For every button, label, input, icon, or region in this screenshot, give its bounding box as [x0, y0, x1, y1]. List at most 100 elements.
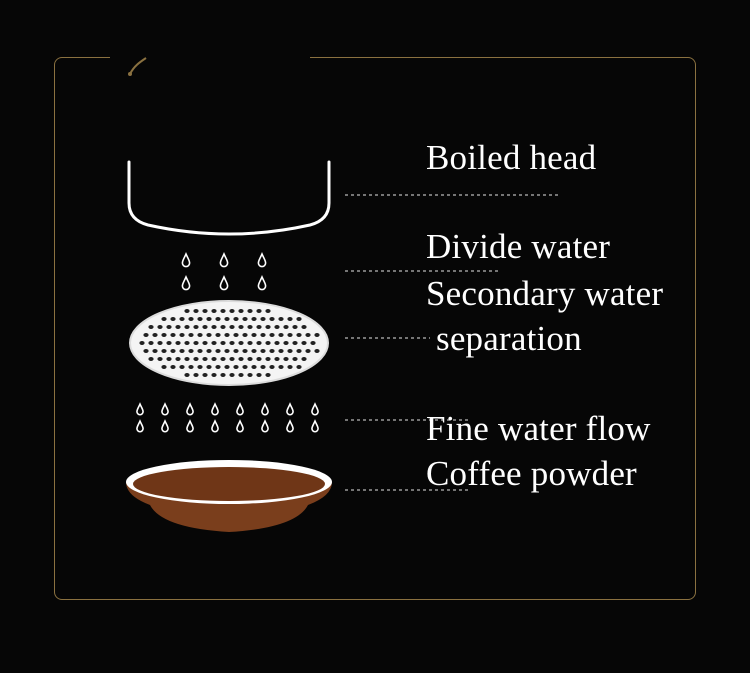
screen-hole: [206, 365, 212, 369]
screen-hole: [265, 325, 271, 329]
screen-hole: [224, 365, 230, 369]
screen-hole: [224, 333, 230, 337]
screen-hole: [247, 357, 253, 361]
screen-hole: [215, 365, 221, 369]
screen-hole: [179, 333, 185, 337]
water-drop-icon: [311, 419, 319, 433]
label-boiled-head: Boiled head: [426, 138, 597, 177]
screen-hole: [274, 341, 280, 345]
screen-hole: [202, 341, 208, 345]
screen-hole: [287, 333, 293, 337]
screen-hole: [220, 341, 226, 345]
screen-hole: [251, 349, 257, 353]
screen-hole: [188, 365, 194, 369]
screen-hole: [269, 333, 275, 337]
screen-hole: [287, 349, 293, 353]
water-drop-icon: [136, 419, 144, 433]
screen-hole: [184, 309, 190, 313]
screen-hole: [157, 357, 163, 361]
screen-hole: [229, 373, 235, 377]
water-drop-icon: [219, 252, 229, 268]
screen-hole: [278, 365, 284, 369]
screen-hole: [274, 325, 280, 329]
screen-hole: [238, 341, 244, 345]
water-drop-icon: [219, 275, 229, 291]
frame-gap: [110, 52, 310, 64]
screen-hole: [220, 373, 226, 377]
screen-hole: [161, 365, 167, 369]
screen-hole: [229, 309, 235, 313]
screen-hole: [184, 341, 190, 345]
screen-hole: [179, 365, 185, 369]
screen-hole: [247, 325, 253, 329]
screen-hole: [206, 349, 212, 353]
screen-hole: [161, 317, 167, 321]
screen-hole: [242, 349, 248, 353]
screen-hole: [202, 325, 208, 329]
screen-hole: [314, 333, 320, 337]
screen-hole: [152, 333, 158, 337]
water-drop-icon: [286, 402, 294, 416]
screen-hole: [220, 309, 226, 313]
water-drop-icon: [161, 419, 169, 433]
screen-hole: [193, 309, 199, 313]
screen-hole: [170, 333, 176, 337]
lower-water-drops: [136, 402, 319, 433]
screen-hole: [265, 309, 271, 313]
screen-hole: [296, 317, 302, 321]
screen-hole: [269, 349, 275, 353]
screen-hole: [161, 333, 167, 337]
screen-hole: [184, 373, 190, 377]
label-divide-water: Divide water: [426, 227, 611, 266]
screen-hole: [197, 349, 203, 353]
screen-hole: [260, 349, 266, 353]
screen-hole: [260, 333, 266, 337]
water-drop-icon: [236, 419, 244, 433]
screen-hole: [148, 325, 154, 329]
screen-hole: [301, 357, 307, 361]
screen-hole: [224, 349, 230, 353]
screen-hole: [256, 325, 262, 329]
screen-hole: [310, 341, 316, 345]
screen-hole: [247, 373, 253, 377]
screen-hole: [265, 373, 271, 377]
screen-hole: [292, 325, 298, 329]
screen-hole: [193, 341, 199, 345]
screen-hole: [278, 333, 284, 337]
water-drop-icon: [211, 402, 219, 416]
screen-hole: [296, 333, 302, 337]
screen-hole: [184, 325, 190, 329]
screen-hole: [305, 349, 311, 353]
screen-hole: [247, 341, 253, 345]
coffee-basket-icon: [126, 460, 332, 532]
screen-hole: [197, 365, 203, 369]
diagram-frame: [54, 57, 696, 600]
water-drop-icon: [261, 419, 269, 433]
screen-hole: [242, 333, 248, 337]
screen-hole: [292, 357, 298, 361]
screen-hole: [202, 357, 208, 361]
screen-hole: [238, 357, 244, 361]
water-drop-icon: [181, 252, 191, 268]
screen-hole: [301, 341, 307, 345]
screen-hole: [278, 317, 284, 321]
screen-hole: [242, 317, 248, 321]
screen-hole: [211, 373, 217, 377]
screen-hole: [269, 317, 275, 321]
screen-hole: [148, 341, 154, 345]
screen-hole: [256, 309, 262, 313]
leader-lines: [345, 194, 560, 491]
label-secondary-water: Secondary water: [426, 274, 664, 313]
water-drop-icon: [236, 402, 244, 416]
screen-hole: [215, 317, 221, 321]
screen-hole: [229, 357, 235, 361]
upper-water-drops: [181, 252, 267, 291]
screen-hole: [220, 357, 226, 361]
screen-hole: [161, 349, 167, 353]
screen-hole: [184, 357, 190, 361]
screen-hole: [238, 325, 244, 329]
water-drop-icon: [257, 252, 267, 268]
screen-hole: [211, 325, 217, 329]
screen-hole: [152, 349, 158, 353]
